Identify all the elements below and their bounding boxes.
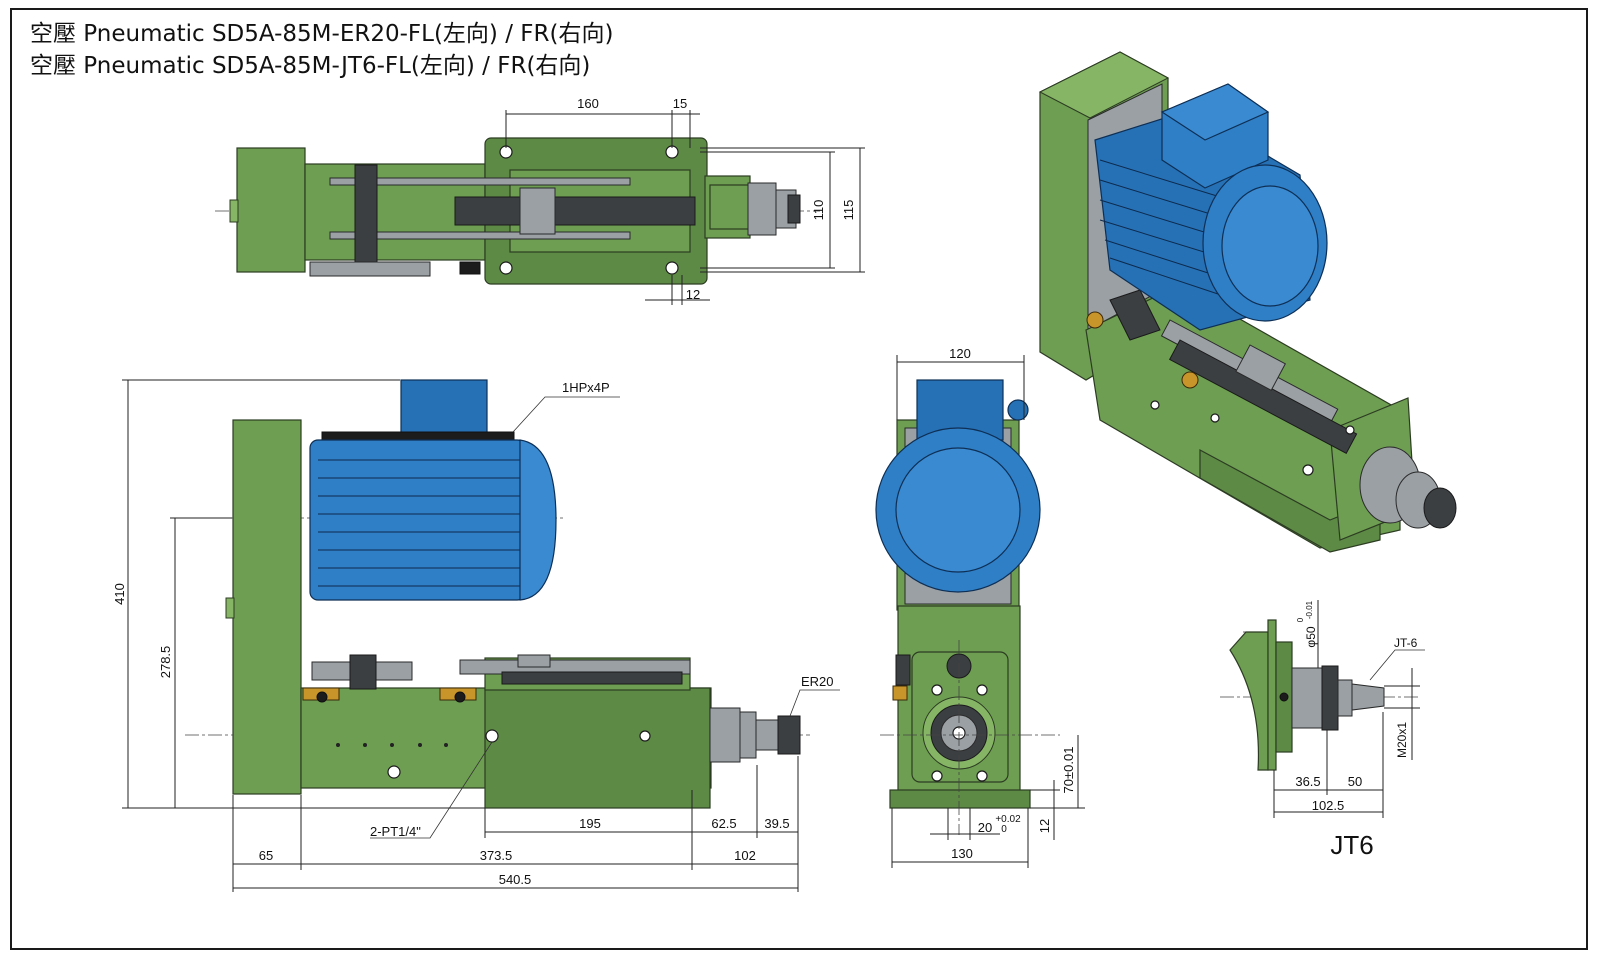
front-base (889, 789, 1031, 809)
motor-end-cap (519, 439, 557, 601)
dim-65: 65 (259, 848, 273, 863)
top-rear-plate (236, 147, 306, 273)
dim-70: 70±0.01 (1061, 747, 1076, 794)
dim-20-tol-upper: +0.02 (995, 814, 1021, 825)
dim-15: 15 (673, 96, 687, 111)
dim-dia50-tol-upper: 0 (1296, 617, 1305, 622)
dim-373-5: 373.5 (480, 848, 513, 863)
port-label: 2-PT1/4" (370, 824, 421, 839)
isometric-view (1038, 51, 1457, 553)
dim-278-5: 278.5 (158, 646, 173, 679)
dim-20: 20 (978, 820, 992, 835)
dim-115: 115 (841, 200, 856, 221)
jt6-label: JT-6 (1394, 636, 1418, 650)
title-block: 空壓 Pneumatic SD5A-85M-ER20-FL(左向) / FR(右… (30, 18, 613, 82)
dim-410: 410 (112, 583, 127, 605)
er20-collet-nut (777, 715, 801, 755)
motor-body (309, 439, 526, 601)
air-port (485, 729, 499, 743)
title-line-er20: 空壓 Pneumatic SD5A-85M-ER20-FL(左向) / FR(右… (30, 21, 614, 47)
jt6-taper (1351, 683, 1385, 711)
dim-36-5: 36.5 (1295, 774, 1320, 789)
drawing-frame (10, 8, 1588, 950)
side-mount-base (484, 687, 711, 809)
title-line-jt6: 空壓 Pneumatic SD5A-85M-JT6-FL(左向) / FR(右向… (30, 53, 591, 79)
dim-120: 120 (949, 346, 971, 361)
side-upright-plate (232, 419, 302, 795)
dim-m20x1: M20x1 (1395, 722, 1409, 758)
dim-39-5: 39.5 (764, 816, 789, 831)
dim-dia50-tol-lower: -0.01 (1305, 600, 1314, 619)
motor-label: 1HPx4P (562, 380, 610, 395)
collet-label: ER20 (801, 674, 834, 689)
motor-terminal-box (400, 379, 488, 437)
dim-102-5: 102.5 (1312, 798, 1345, 813)
dim-160: 160 (577, 96, 599, 111)
dim-195: 195 (579, 816, 601, 831)
dim-540-5: 540.5 (499, 872, 532, 887)
jt6-title: JT6 (1330, 830, 1373, 860)
side-view: 1HPx4P ER20 2-PT1/4" 410 278.5 195 62.5 … (112, 379, 840, 892)
dim-62-5: 62.5 (711, 816, 736, 831)
dim-dia50: φ50 (1304, 626, 1318, 647)
jt6-detail: M20x1 JT-6 φ50 0 -0.01 36.5 50 102.5 JT6 (1220, 600, 1425, 860)
top-view: 160 15 110 115 12 (215, 96, 865, 305)
front-view: 120 130 20 +0.02 0 70±0.01 12 (875, 346, 1085, 868)
dim-110: 110 (811, 200, 826, 221)
dim-12-front: 12 (1037, 819, 1052, 833)
dim-102: 102 (734, 848, 756, 863)
dim-50: 50 (1348, 774, 1362, 789)
dim-130: 130 (951, 846, 973, 861)
dim-20-tol-lower: 0 (1001, 824, 1007, 835)
dim-12-top: 12 (686, 287, 700, 302)
